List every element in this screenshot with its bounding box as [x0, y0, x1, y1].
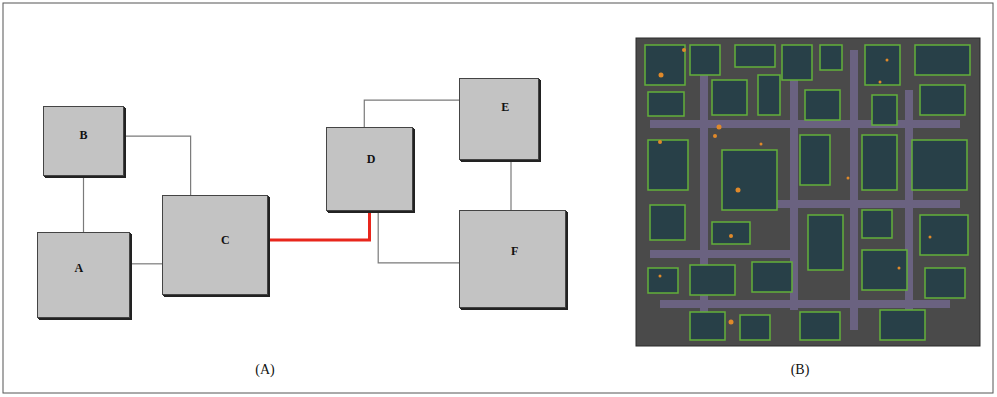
- room-name: A: [75, 261, 84, 275]
- room-box: F: [459, 210, 566, 308]
- room-name: D: [367, 152, 376, 166]
- corridor-line: [510, 160, 511, 210]
- room-name: B: [79, 128, 87, 142]
- frame: [3, 3, 993, 393]
- room-box: E: [459, 78, 539, 160]
- dungeon-map: [636, 38, 980, 346]
- room-box: B: [43, 106, 124, 176]
- room-box: C: [162, 195, 268, 295]
- room-box: A: [37, 232, 130, 318]
- corridor-line: [130, 263, 162, 264]
- highlighted-corridor: [268, 211, 370, 240]
- corridor-line: [378, 211, 459, 263]
- room-name: F: [511, 244, 518, 258]
- panel-label: (A): [255, 362, 274, 378]
- room-name: C: [221, 233, 230, 247]
- room-box: D: [326, 127, 413, 211]
- panel-label: (B): [791, 362, 810, 378]
- corridor-line: [364, 100, 459, 127]
- room-name: E: [501, 100, 509, 114]
- corridor-line: [124, 136, 191, 195]
- corridor-line: [83, 176, 84, 232]
